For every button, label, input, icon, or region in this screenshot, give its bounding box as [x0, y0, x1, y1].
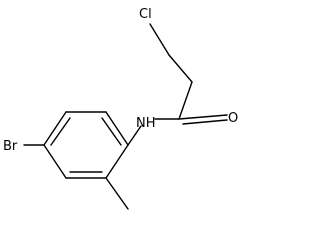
ring-bond-3-inner — [50, 117, 71, 146]
atom-label-cl: Cl — [139, 7, 152, 22]
atom-label-br: Br — [3, 139, 18, 154]
ring-bond-1-inner — [101, 117, 122, 146]
bond-ring-methyl — [105, 177, 129, 210]
atom-label-nh: NH — [136, 116, 156, 131]
bond-carbonyl-double-2 — [182, 119, 228, 125]
bond-cl-ch2 — [149, 23, 170, 56]
bond-carbonyl-double-1 — [178, 114, 228, 120]
bond-ch2-ch2 — [168, 54, 193, 83]
ring-bond-4 — [43, 144, 67, 179]
bond-n-ring — [127, 125, 142, 146]
ring-bond-6 — [105, 144, 129, 179]
structure-diagram: Cl O NH Br — [3, 7, 238, 210]
ring-bond-1 — [105, 111, 129, 146]
atom-label-o: O — [228, 111, 238, 126]
bond-ch2-carbonyl — [178, 81, 193, 120]
ring-bond-3 — [43, 111, 67, 146]
